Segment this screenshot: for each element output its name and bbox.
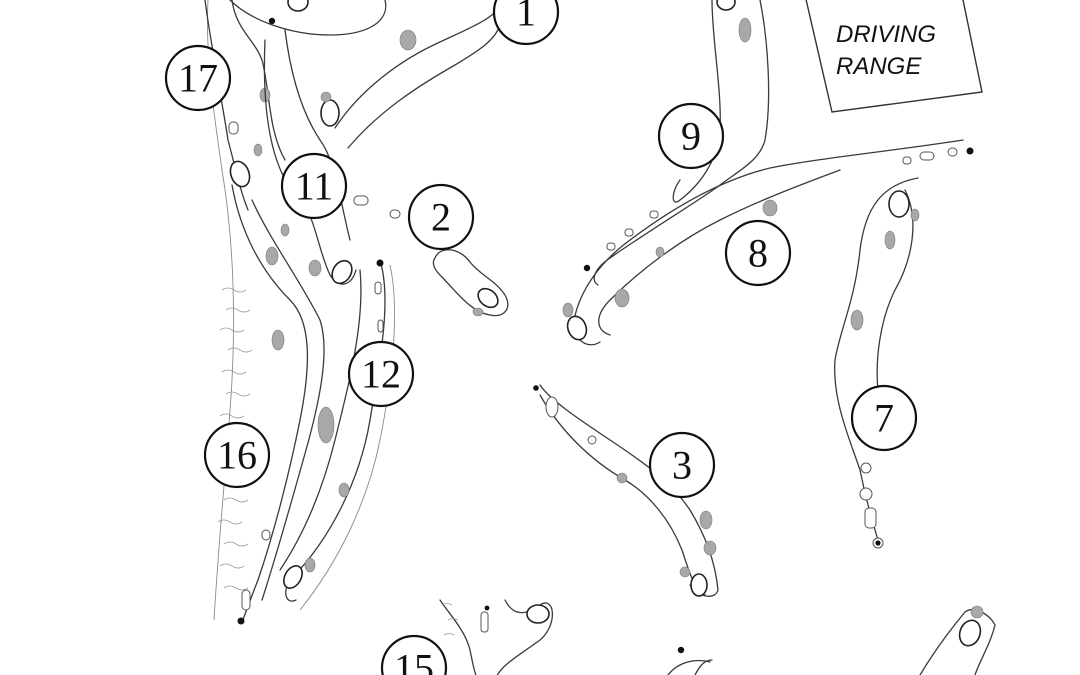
hole-marker-8[interactable]: 8 xyxy=(724,219,792,287)
fairway-8 xyxy=(562,139,974,346)
fairway-16 xyxy=(231,184,325,625)
hole-marker-16[interactable]: 16 xyxy=(203,421,271,489)
hole-label-17: 17 xyxy=(178,56,218,101)
hole-marker-3[interactable]: 3 xyxy=(648,431,716,499)
fairway-11 xyxy=(263,29,357,285)
green-12 xyxy=(283,565,303,589)
hole-label-1: 1 xyxy=(516,0,536,35)
hole-label-3: 3 xyxy=(672,443,692,488)
hole-marker-1[interactable]: 1 xyxy=(492,0,560,46)
hole-label-15: 15 xyxy=(394,646,434,675)
fairway-15 xyxy=(439,599,553,675)
green-17 xyxy=(229,160,251,188)
green-9 xyxy=(716,0,736,11)
hole-label-11: 11 xyxy=(295,164,334,209)
green-1 xyxy=(320,99,340,127)
hole-label-9: 9 xyxy=(681,114,701,159)
driving-range-label-line1: DRIVING xyxy=(836,21,936,48)
hole-marker-15[interactable]: 15 xyxy=(380,634,448,675)
driving-range-label-line2: RANGE xyxy=(836,53,922,80)
green-15 xyxy=(526,604,550,624)
hole-label-16: 16 xyxy=(217,433,257,478)
green-11 xyxy=(331,259,353,285)
hole-marker-7[interactable]: 7 xyxy=(850,384,918,452)
fairway-bottom-right xyxy=(667,605,996,675)
driving-range-area xyxy=(805,0,983,113)
green-8 xyxy=(566,315,588,341)
fairway-1 xyxy=(229,0,501,149)
green-bottom-right xyxy=(958,619,982,647)
hole-label-7: 7 xyxy=(874,396,894,441)
fairway-2 xyxy=(353,195,509,317)
driving-range[interactable]: DRIVING RANGE xyxy=(805,0,983,113)
green-7 xyxy=(888,190,910,218)
fairway-12 xyxy=(279,259,395,611)
green-3 xyxy=(690,573,708,597)
hole-marker-12[interactable]: 12 xyxy=(347,340,415,408)
hole-label-2: 2 xyxy=(431,195,451,240)
hole-label-8: 8 xyxy=(748,231,768,276)
fairway-17 xyxy=(204,0,286,211)
fairway-3 xyxy=(533,384,719,597)
green-2 xyxy=(477,287,499,309)
hole-marker-11[interactable]: 11 xyxy=(280,152,348,220)
hole-marker-17[interactable]: 17 xyxy=(164,44,232,112)
hole-marker-2[interactable]: 2 xyxy=(407,183,475,251)
hole-marker-9[interactable]: 9 xyxy=(657,102,725,170)
hole-label-12: 12 xyxy=(361,352,401,397)
fairway-7 xyxy=(834,177,920,549)
